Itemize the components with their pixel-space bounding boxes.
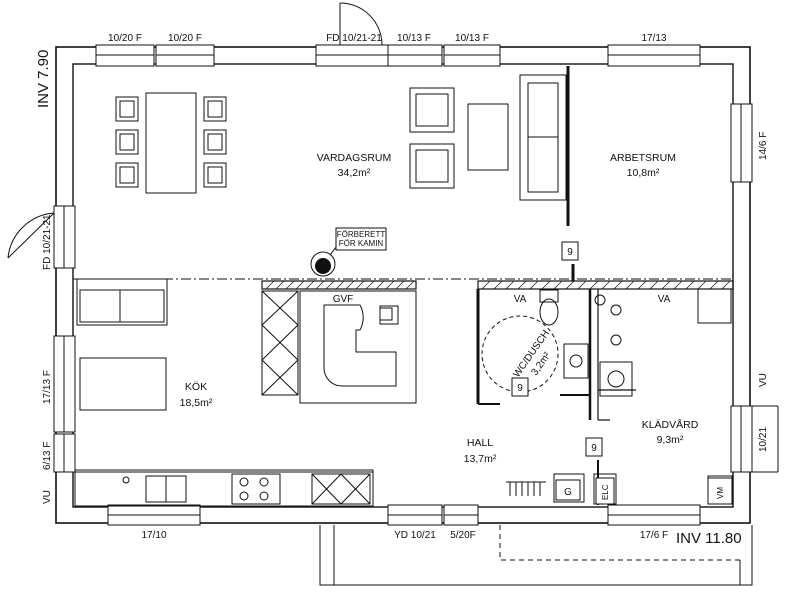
gvf-label: GVF — [333, 294, 354, 305]
vm-label: VM — [716, 487, 725, 499]
vent-right: VU — [758, 373, 769, 387]
tag-label-3: 9 — [517, 383, 523, 394]
windows — [53, 44, 753, 526]
vent-left: VU — [42, 490, 53, 504]
door-right: 10/21 — [758, 427, 769, 452]
door-top: FD 10/21-21 — [326, 33, 382, 44]
window-left-1: 17/13 F — [42, 370, 53, 404]
window-bottom-3: 17/6 F — [640, 530, 668, 541]
room-kok-name: KÖK — [185, 381, 207, 393]
window-top-5: 17/13 — [641, 33, 666, 44]
kamin-note-2: FÖR KAMIN — [339, 239, 384, 248]
window-left-2: 6/13 F — [42, 442, 53, 470]
tag-label-1: 9 — [567, 247, 573, 258]
stove-symbol — [310, 241, 341, 277]
window-right-1: 14/6 F — [758, 132, 769, 160]
door-bottom: YD 10/21 — [394, 530, 436, 541]
outer-walls — [55, 46, 751, 524]
window-bottom-2: 5/20F — [450, 530, 476, 541]
dim-width: INV 11.80 — [676, 530, 742, 547]
room-hall-name: HALL — [467, 437, 493, 449]
window-top-1: 10/20 F — [108, 33, 142, 44]
va-label-1: VA — [514, 294, 527, 305]
window-bottom-1: 17/10 — [141, 530, 166, 541]
lounge-set — [409, 74, 567, 201]
room-arbetsrum-name: ARBETSRUM — [610, 152, 676, 164]
kitchen-counter — [74, 469, 374, 507]
interior-walls — [73, 66, 734, 505]
dining-set — [115, 92, 227, 194]
va-label-2: VA — [658, 294, 671, 305]
exterior-doors — [7, 2, 779, 586]
g-label: G — [564, 487, 572, 498]
kitchen-sofa — [76, 278, 168, 411]
room-kladvard-area: 9,3m² — [657, 434, 684, 446]
room-hall-area: 13,7m² — [464, 453, 497, 465]
dim-height: INV 7.90 — [35, 50, 52, 108]
wardrobe-rails — [506, 481, 546, 496]
room-kladvard-name: KLÄDVÅRD — [642, 418, 699, 431]
wall-hatching — [265, 280, 731, 290]
window-top-4: 10/13 F — [455, 33, 489, 44]
tag-boxes — [335, 227, 733, 505]
room-kok-area: 18,5m² — [180, 397, 213, 409]
window-top-3: 10/13 F — [397, 33, 431, 44]
annotation-labels: FÖRBERETT FÖR KAMIN GVF VA VA G ELC VM 9… — [333, 230, 725, 500]
tag-label-2: 9 — [591, 443, 597, 454]
room-arbetsrum-area: 10,8m² — [627, 167, 660, 179]
door-left: FD 10/21-21 — [42, 214, 53, 270]
kamin-note-1: FÖRBERETT — [337, 230, 386, 239]
window-top-2: 10/20 F — [168, 33, 202, 44]
elc-label: ELC — [601, 484, 610, 500]
window-labels: 10/20 F 10/20 F FD 10/21-21 10/13 F 10/1… — [42, 33, 769, 541]
room-vardagsrum-name: VARDAGSRUM — [317, 152, 391, 164]
dimension-labels: INV 7.90 INV 11.80 — [35, 50, 742, 547]
room-vardagsrum-area: 34,2m² — [338, 167, 371, 179]
kitchen-island — [261, 290, 417, 404]
